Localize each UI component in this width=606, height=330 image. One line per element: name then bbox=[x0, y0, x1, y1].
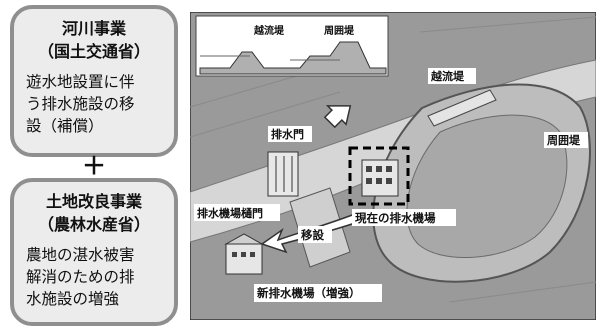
river-project-desc-line: う排水施設の移 bbox=[26, 95, 135, 113]
new-pump-label: 新排水機場（増強） bbox=[257, 286, 361, 300]
label-bg bbox=[352, 209, 456, 226]
river-project-desc-line: 設（補償） bbox=[26, 117, 104, 135]
land-project-desc-line: 農地の湛水被害 bbox=[26, 246, 135, 264]
pump-sluice-label: 排水機場樋門 bbox=[197, 206, 263, 220]
flow-direction-arrow bbox=[323, 105, 352, 129]
ring-levee-label: 周囲堤 bbox=[547, 133, 581, 147]
land-project-ministry: （農林水産省） bbox=[37, 215, 150, 234]
current-pump-label: 現在の排水機場 bbox=[355, 211, 436, 225]
label-bg bbox=[428, 68, 476, 84]
river-project-ministry: （国土交通省） bbox=[37, 42, 150, 61]
label-bg bbox=[194, 204, 280, 221]
relocation-label: 移設 bbox=[301, 228, 324, 242]
overflow-levee-label: 越流堤 bbox=[430, 69, 465, 83]
plus-sign: ＋ bbox=[82, 152, 106, 180]
label-bg bbox=[268, 126, 312, 142]
river-project-title: 河川事業 （国土交通省） bbox=[14, 17, 174, 63]
land-project-description: 農地の湛水被害 解消のための排 水施設の増強 bbox=[26, 244, 164, 310]
overflow-levee-structure bbox=[427, 89, 497, 127]
land-project-desc-line: 解消のための排 bbox=[26, 268, 135, 286]
cross-section-profile bbox=[199, 41, 387, 75]
river-project-card: 河川事業 （国土交通省） 遊水地設置に伴 う排水施設の移 設（補償） bbox=[10, 5, 178, 157]
cross-section-inset: 越流堤 周囲堤 bbox=[195, 15, 389, 77]
drain-gate-building bbox=[267, 151, 299, 197]
inset-overflow-levee-label: 越流堤 bbox=[253, 24, 285, 37]
river-project-desc-line: 遊水地設置に伴 bbox=[26, 73, 135, 91]
land-project-title-line1: 土地改良事業 bbox=[45, 192, 142, 211]
label-bg bbox=[298, 226, 332, 243]
label-bg bbox=[254, 284, 382, 302]
drain-gate-label: 排水門 bbox=[271, 127, 304, 141]
land-project-desc-line: 水施設の増強 bbox=[26, 290, 120, 308]
retention-basin-illustration: 越流堤 周囲堤 越流堤 周囲堤 排水門 排水機場樋門 現在の排水機場 移設 新排… bbox=[190, 12, 596, 320]
label-bg bbox=[544, 132, 588, 148]
land-project-title: 土地改良事業 （農林水産省） bbox=[14, 190, 174, 236]
inset-ring-levee-label: 周囲堤 bbox=[324, 24, 355, 37]
current-pump-highlight-box bbox=[348, 146, 410, 206]
new-pump-building bbox=[224, 233, 264, 275]
land-project-card: 土地改良事業 （農林水産省） 農地の湛水被害 解消のための排 水施設の増強 bbox=[10, 178, 178, 326]
field-texture bbox=[190, 16, 596, 303]
river-project-title-line1: 河川事業 bbox=[61, 19, 126, 38]
current-pump-building bbox=[361, 159, 399, 197]
river-project-description: 遊水地設置に伴 う排水施設の移 設（補償） bbox=[26, 71, 164, 137]
